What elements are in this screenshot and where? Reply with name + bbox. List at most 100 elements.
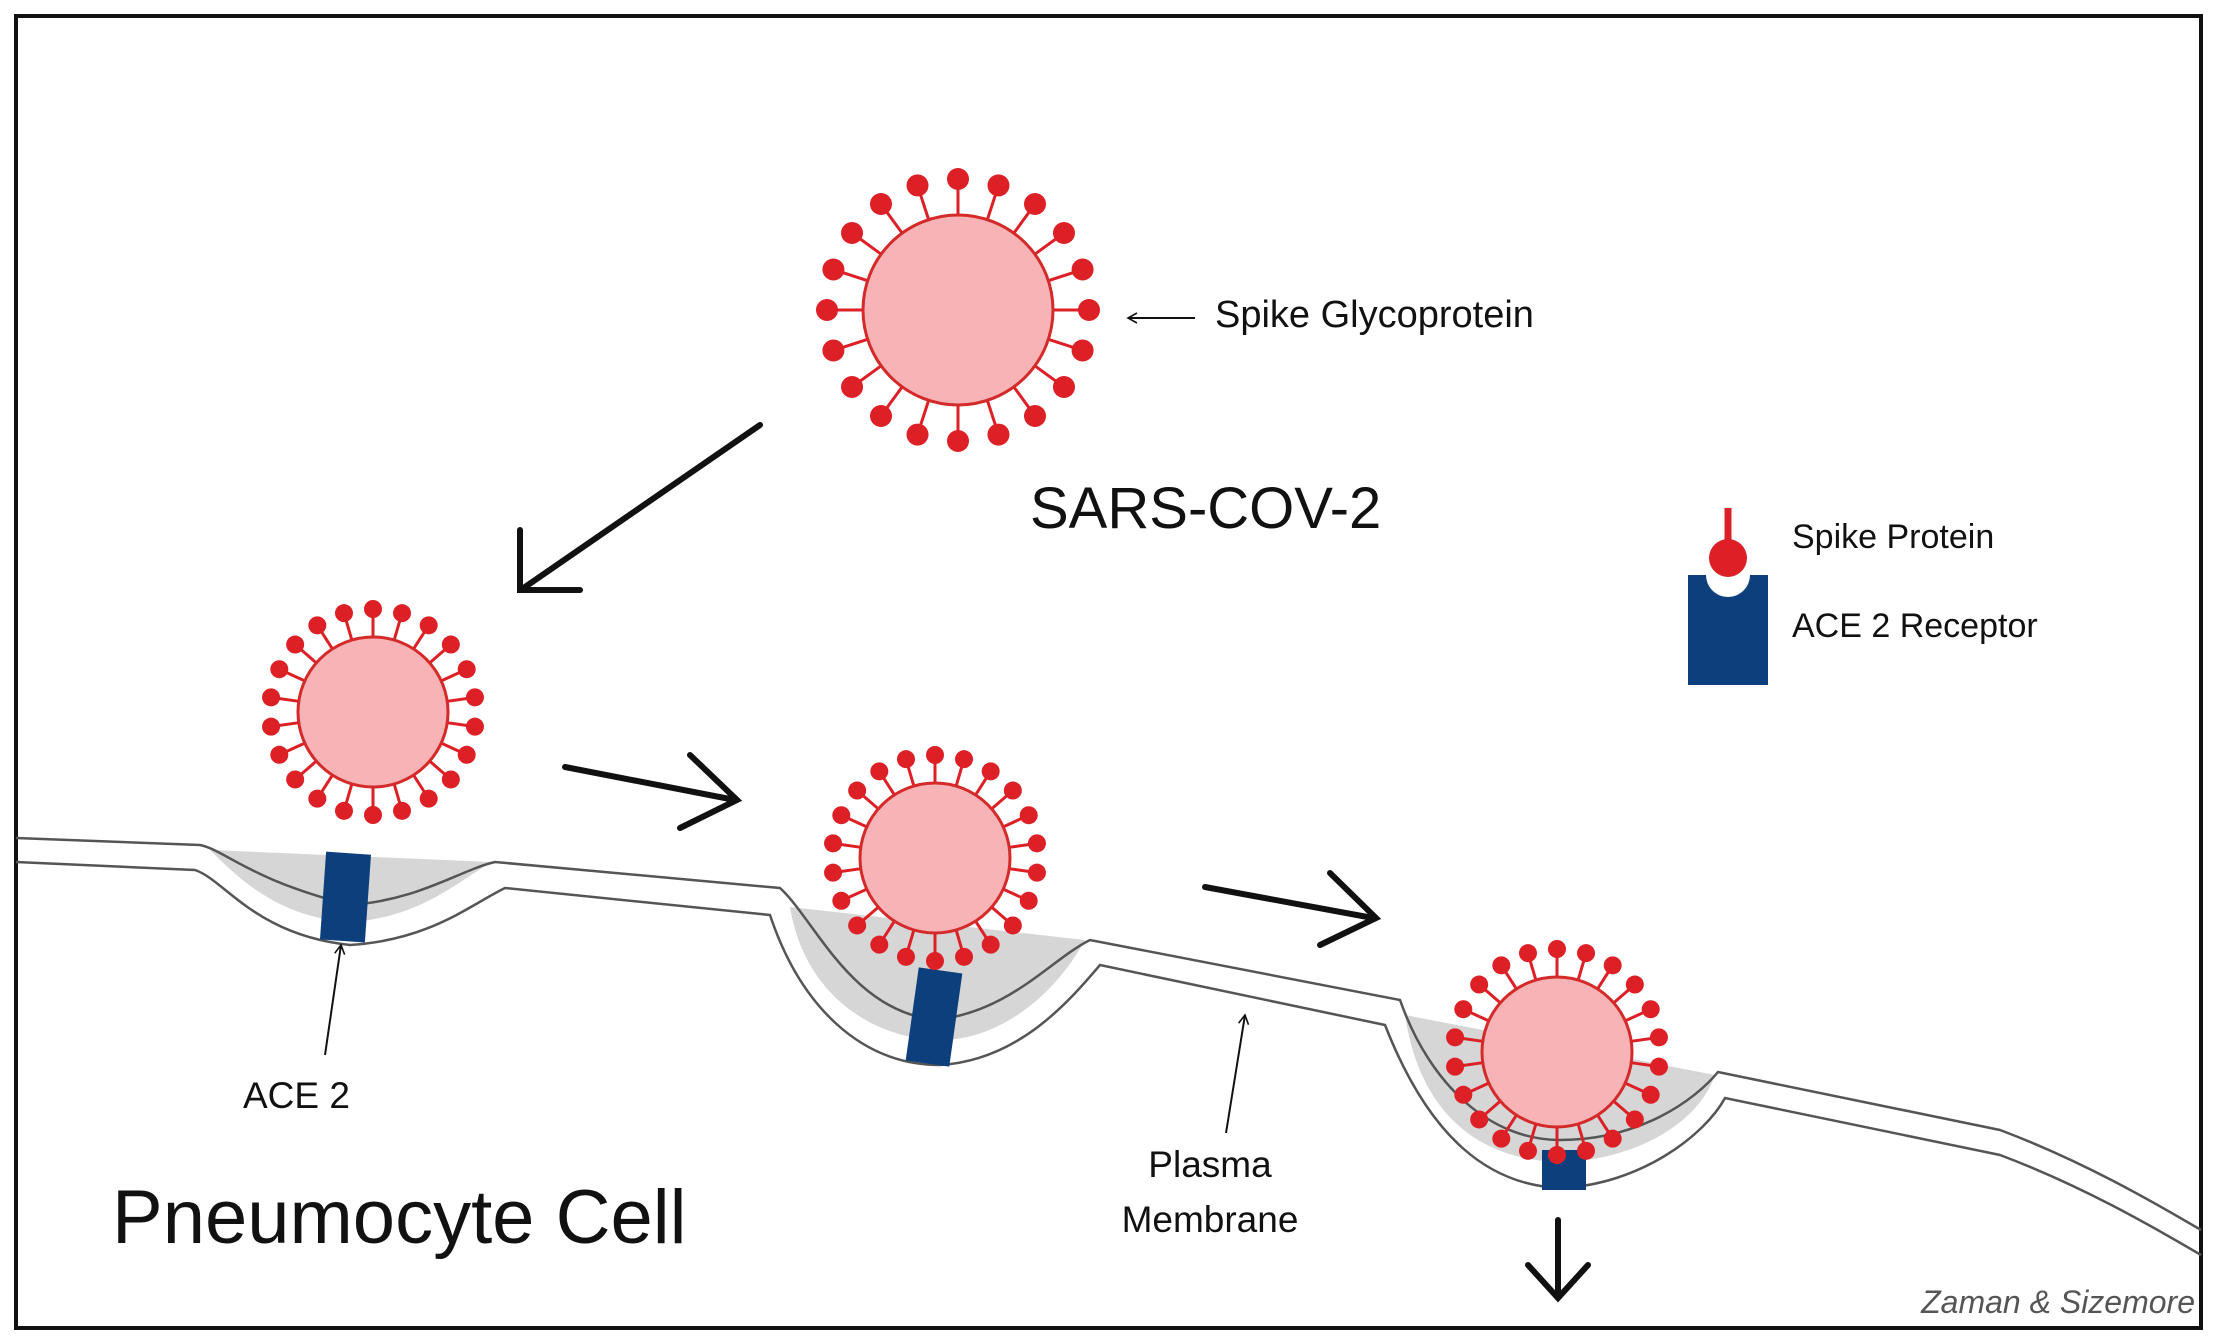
spike-protein	[1518, 1141, 1537, 1160]
spike-protein	[1577, 944, 1596, 963]
legend-ace2-receptor-icon	[1688, 575, 1768, 685]
spike-protein	[457, 745, 476, 764]
membrane-pointer-arrow	[1225, 1013, 1250, 1134]
pneumocyte-cell-label: Pneumocyte Cell	[112, 1175, 687, 1260]
spike-protein	[1023, 404, 1046, 427]
spike-protein	[896, 750, 915, 769]
spike-protein	[1019, 806, 1038, 825]
spike-protein	[822, 339, 845, 362]
spike-protein	[364, 600, 382, 618]
spike-protein	[906, 174, 929, 197]
spike-protein	[824, 863, 843, 882]
virus-particle-free	[816, 168, 1100, 452]
spike-protein	[870, 404, 893, 427]
spike-protein	[1492, 1129, 1511, 1148]
legend-spike-protein-label: Spike Protein	[1792, 518, 1994, 556]
spike-protein	[841, 222, 864, 245]
ace2-label: ACE 2	[243, 1075, 350, 1116]
spike-protein	[1003, 781, 1022, 800]
credit-label: Zaman & Sizemore	[1920, 1284, 2195, 1320]
spike-protein	[1052, 222, 1075, 245]
spike-protein	[1492, 956, 1511, 975]
spike-protein	[1625, 975, 1644, 994]
ace2-receptors	[319, 851, 1586, 1190]
plasma-label: Plasma	[1148, 1144, 1272, 1185]
virus-particle-approaching	[262, 600, 484, 824]
plasma-membrane	[15, 836, 2202, 1257]
spike-protein	[955, 750, 974, 769]
spike-protein	[286, 770, 305, 789]
spike-protein	[832, 806, 851, 825]
spike-protein	[1641, 1000, 1660, 1019]
spike-protein	[1023, 193, 1046, 216]
spike-protein	[1446, 1028, 1465, 1047]
spike-protein	[364, 806, 382, 824]
membrane-label: Membrane	[1122, 1199, 1299, 1240]
spike-protein	[270, 660, 289, 679]
spike-protein	[848, 916, 867, 935]
ace2-receptor-1	[319, 851, 372, 943]
spike-protein	[441, 635, 460, 654]
spike-protein	[419, 789, 438, 808]
spike-protein	[947, 168, 969, 190]
spike-protein	[1454, 1085, 1473, 1104]
spike-protein	[1649, 1028, 1668, 1047]
legend-spike-protein-icon	[1709, 508, 1747, 577]
spike-protein	[870, 762, 889, 781]
spike-protein	[1071, 258, 1094, 281]
spike-protein	[1454, 1000, 1473, 1019]
spike-protein	[816, 299, 838, 321]
spike-protein	[848, 781, 867, 800]
spike-glycoprotein-label: Spike Glycoprotein	[1215, 294, 1534, 336]
spike-protein	[870, 935, 889, 954]
legend: Spike Protein ACE 2 Receptor	[1688, 508, 2038, 685]
spike-protein	[1470, 975, 1489, 994]
arrow-into-cell-head	[1525, 1262, 1591, 1303]
spike-protein	[1518, 944, 1537, 963]
spike-protein	[926, 746, 944, 764]
spike-protein	[981, 935, 1000, 954]
virus-envelope	[1480, 975, 1634, 1129]
spike-protein	[1052, 375, 1075, 398]
spike-protein	[1078, 299, 1100, 321]
spike-protein	[1019, 891, 1038, 910]
spike-protein	[1470, 1110, 1489, 1129]
spike-protein	[822, 258, 845, 281]
virus-envelope	[861, 213, 1055, 407]
virus-particle-entering	[1446, 940, 1668, 1164]
spike-protein	[926, 952, 944, 970]
spike-protein	[1641, 1085, 1660, 1104]
spike-protein	[1027, 834, 1046, 853]
ace2-receptor-2	[905, 967, 963, 1067]
pointer-arrows	[324, 312, 1250, 1134]
spike-protein	[308, 789, 327, 808]
membrane-inner-line	[15, 860, 2202, 1257]
spike-protein	[841, 375, 864, 398]
arrow-to-membrane	[522, 422, 763, 590]
arrow-to-entry	[1202, 884, 1376, 921]
ace2-pointer-arrow	[324, 943, 346, 1056]
process-arrows	[517, 422, 1591, 1303]
spike-protein	[1548, 1146, 1566, 1164]
spike-protein	[987, 174, 1010, 197]
arrow-to-entry-head	[1317, 870, 1382, 948]
virus-name-label: SARS-COV-2	[1030, 476, 1381, 541]
spike-protein	[981, 762, 1000, 781]
membrane-outer-line	[15, 836, 2202, 1232]
spike-protein	[947, 430, 969, 452]
spike-protein	[441, 770, 460, 789]
spike-protein	[870, 193, 893, 216]
spike-protein	[896, 947, 915, 966]
arrow-to-binding-head	[677, 752, 743, 831]
spike-protein	[1649, 1057, 1668, 1076]
spike-protein	[334, 604, 353, 623]
arrow-to-binding	[562, 764, 738, 803]
spike-protein	[1625, 1110, 1644, 1129]
spike-protein	[1603, 956, 1622, 975]
legend-ace2-receptor-label: ACE 2 Receptor	[1792, 607, 2038, 645]
spike-protein	[286, 635, 305, 654]
virus-particle-binding	[824, 746, 1046, 970]
spike-protein	[465, 717, 484, 736]
spike-protein	[1577, 1141, 1596, 1160]
